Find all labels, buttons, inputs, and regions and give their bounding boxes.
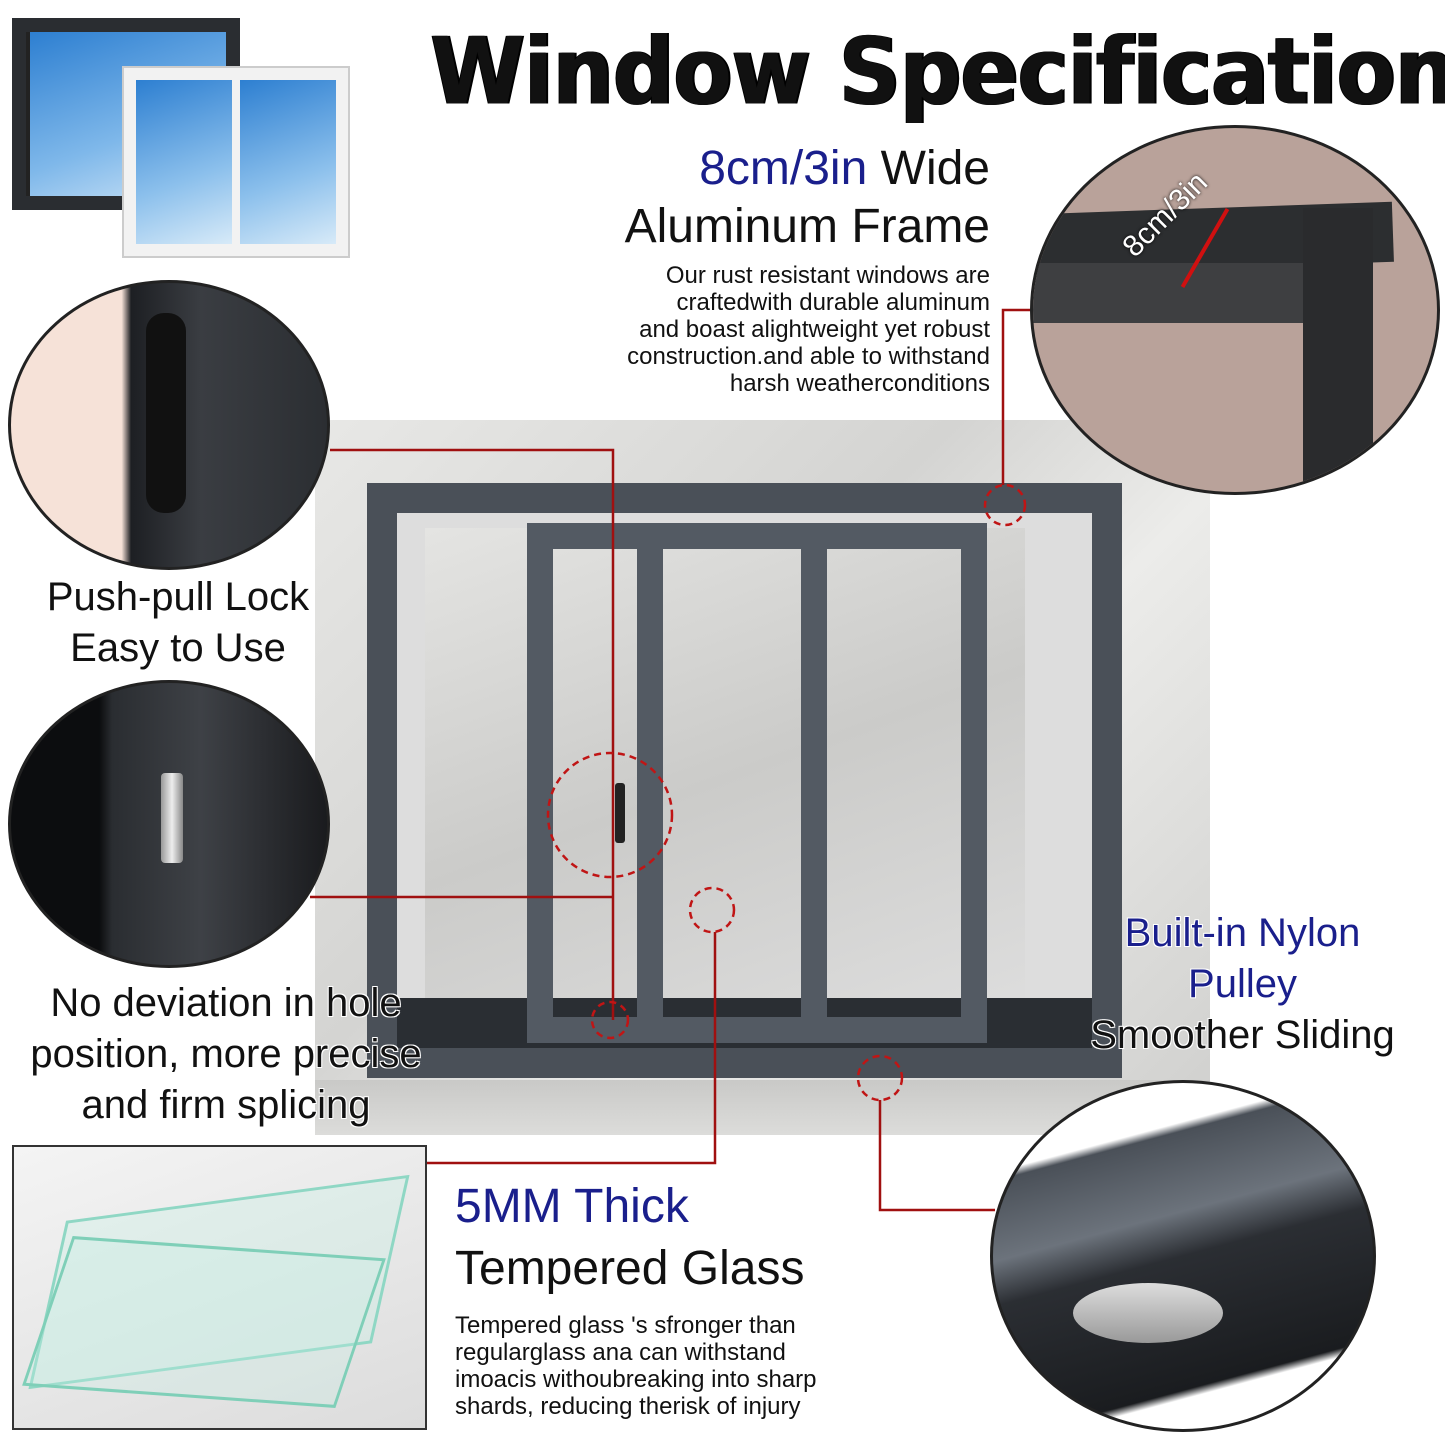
frame-body: Our rust resistant windows are craftedwi… — [540, 262, 990, 397]
pulley-caption: Built-in Nylon Pulley Smoother Sliding — [1060, 908, 1425, 1061]
frame-detail-image: 8cm/3in — [1030, 125, 1440, 495]
glass-heading: Tempered Glass — [455, 1242, 805, 1295]
frame-body-line: and boast alightweight yet robust — [639, 316, 990, 343]
splice-caption-line: and firm splicing — [81, 1083, 371, 1127]
splice-caption-line: No deviation in hole — [50, 981, 402, 1025]
frame-body-line: Our rust resistant windows are — [665, 262, 990, 289]
glass-body-line: regularglass ana can withstand — [455, 1339, 786, 1366]
lock-caption-line: Push-pull Lock — [46, 575, 310, 619]
lock-handle[interactable] — [615, 783, 625, 843]
glass-feature: 5MM Thick Tempered Glass Tempered glass … — [455, 1178, 817, 1420]
splice-detail-image — [8, 680, 330, 968]
frame-feature: 8cm/3in Wide Aluminum Frame Our rust res… — [540, 140, 990, 397]
glass-body-line: Tempered glass 's sfronger than — [455, 1312, 796, 1339]
tempered-glass-image — [12, 1145, 427, 1430]
lock-marker — [546, 751, 674, 879]
frame-highlight: 8cm/3in — [699, 142, 868, 195]
frame-heading: 8cm/3in Wide — [540, 140, 990, 198]
pulley-caption-line: Built-in Nylon — [1124, 911, 1361, 955]
glass-body-line: shards, reducing therisk of injury — [455, 1393, 801, 1420]
glass-marker — [688, 886, 736, 934]
frame-body-line: construction.and able to withstand — [627, 343, 990, 370]
splice-caption-line: position, more precise — [30, 1032, 422, 1076]
pulley-caption-line: Pulley — [1188, 962, 1297, 1006]
pulley-caption-line: Smoother Sliding — [1090, 1013, 1395, 1057]
frame-heading-rest: Wide — [880, 142, 990, 195]
pulley-marker — [856, 1054, 904, 1102]
right-sash — [637, 523, 987, 1043]
window-photo — [367, 483, 1122, 1078]
frame-body-line: craftedwith durable aluminum — [676, 289, 991, 316]
lock-latch-icon — [146, 313, 186, 513]
glass-highlight: 5MM Thick — [455, 1180, 689, 1233]
frame-heading-line2: Aluminum Frame — [624, 200, 990, 253]
lock-caption-line: Easy to Use — [70, 626, 286, 670]
glass-body: Tempered glass 's sfronger than regularg… — [455, 1312, 817, 1420]
splice-marker — [590, 1000, 630, 1040]
frame-body-line: harsh weatherconditions — [729, 370, 990, 397]
pulley-wheel — [1073, 1283, 1223, 1343]
frame-marker — [983, 483, 1027, 527]
lock-caption: Push-pull Lock Easy to Use — [8, 572, 348, 674]
white-window-thumbnail — [122, 66, 350, 258]
lock-detail-image — [8, 280, 330, 570]
splice-caption: No deviation in hole position, more prec… — [0, 978, 452, 1131]
glass-body-line: imoacis withoubreaking into sharp — [455, 1366, 817, 1393]
pulley-detail-image — [990, 1080, 1376, 1432]
